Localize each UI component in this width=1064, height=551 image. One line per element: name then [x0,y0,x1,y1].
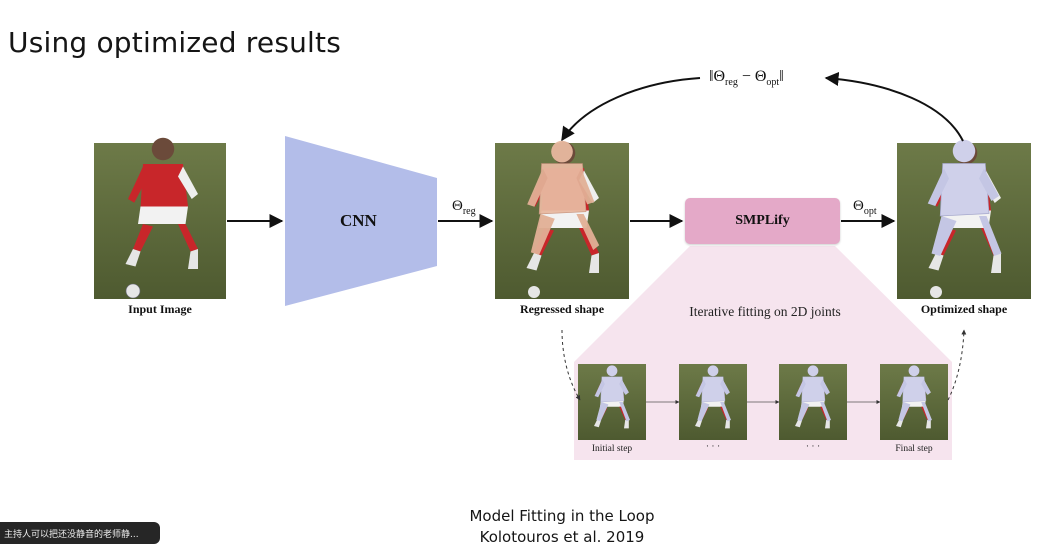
regressed-image [495,140,629,299]
iteration-step-3 [779,364,847,440]
step-label-dots: · · · [705,442,721,452]
dashed-arrow-regressed-to-initial [561,329,581,401]
iteration-step-4 [880,364,948,440]
slide-title: Using optimized results [8,26,341,59]
loss-opt-subscript: opt [766,77,780,89]
theta-symbol: Θ [853,198,864,214]
cnn-block [285,136,437,306]
footer-citation: Kolotouros et al. 2019 [479,528,645,546]
step-label-initial: Initial step [591,444,633,454]
loss-prefix: ‖Θ [709,68,726,85]
loss-suffix: ‖ [779,68,784,85]
input-image-caption: Input Image [128,302,192,316]
step-label-final: Final step [895,444,933,454]
arrow-loss-to-regressed [561,77,701,142]
optimized-image [897,139,1031,299]
arrow-optimized-to-loss [824,72,964,142]
theta-opt-subscript: opt [863,206,877,217]
theta-opt-label: Θopt [853,198,877,217]
theta-symbol: Θ [452,198,463,214]
iteration-fan [574,246,952,460]
input-image [94,137,226,299]
loss-reg-subscript: reg [725,77,738,89]
step-label-dots: · · · [805,442,821,452]
slide-footer: Model Fitting in the Loop Kolotouros et … [382,506,742,548]
optimized-shape-caption: Optimized shape [920,302,1008,316]
dashed-arrow-final-to-optimized [947,329,967,401]
iteration-step-1 [578,364,646,440]
meeting-notification-toast[interactable]: 主持人可以把还没静音的老师静... [0,522,160,544]
iterative-fitting-label: Iterative fitting on 2D joints [689,304,841,319]
smplify-block: SMPLify [685,198,840,244]
theta-reg-label: Θreg [452,198,476,217]
footer-title: Model Fitting in the Loop [469,507,655,525]
cnn-label: CNN [340,211,377,230]
theta-reg-subscript: reg [462,206,476,217]
iteration-step-2 [679,364,747,440]
loss-label: ‖Θreg − Θopt‖ [709,68,784,88]
loss-mid: − Θ [737,68,767,85]
regressed-shape-caption: Regressed shape [519,302,605,316]
